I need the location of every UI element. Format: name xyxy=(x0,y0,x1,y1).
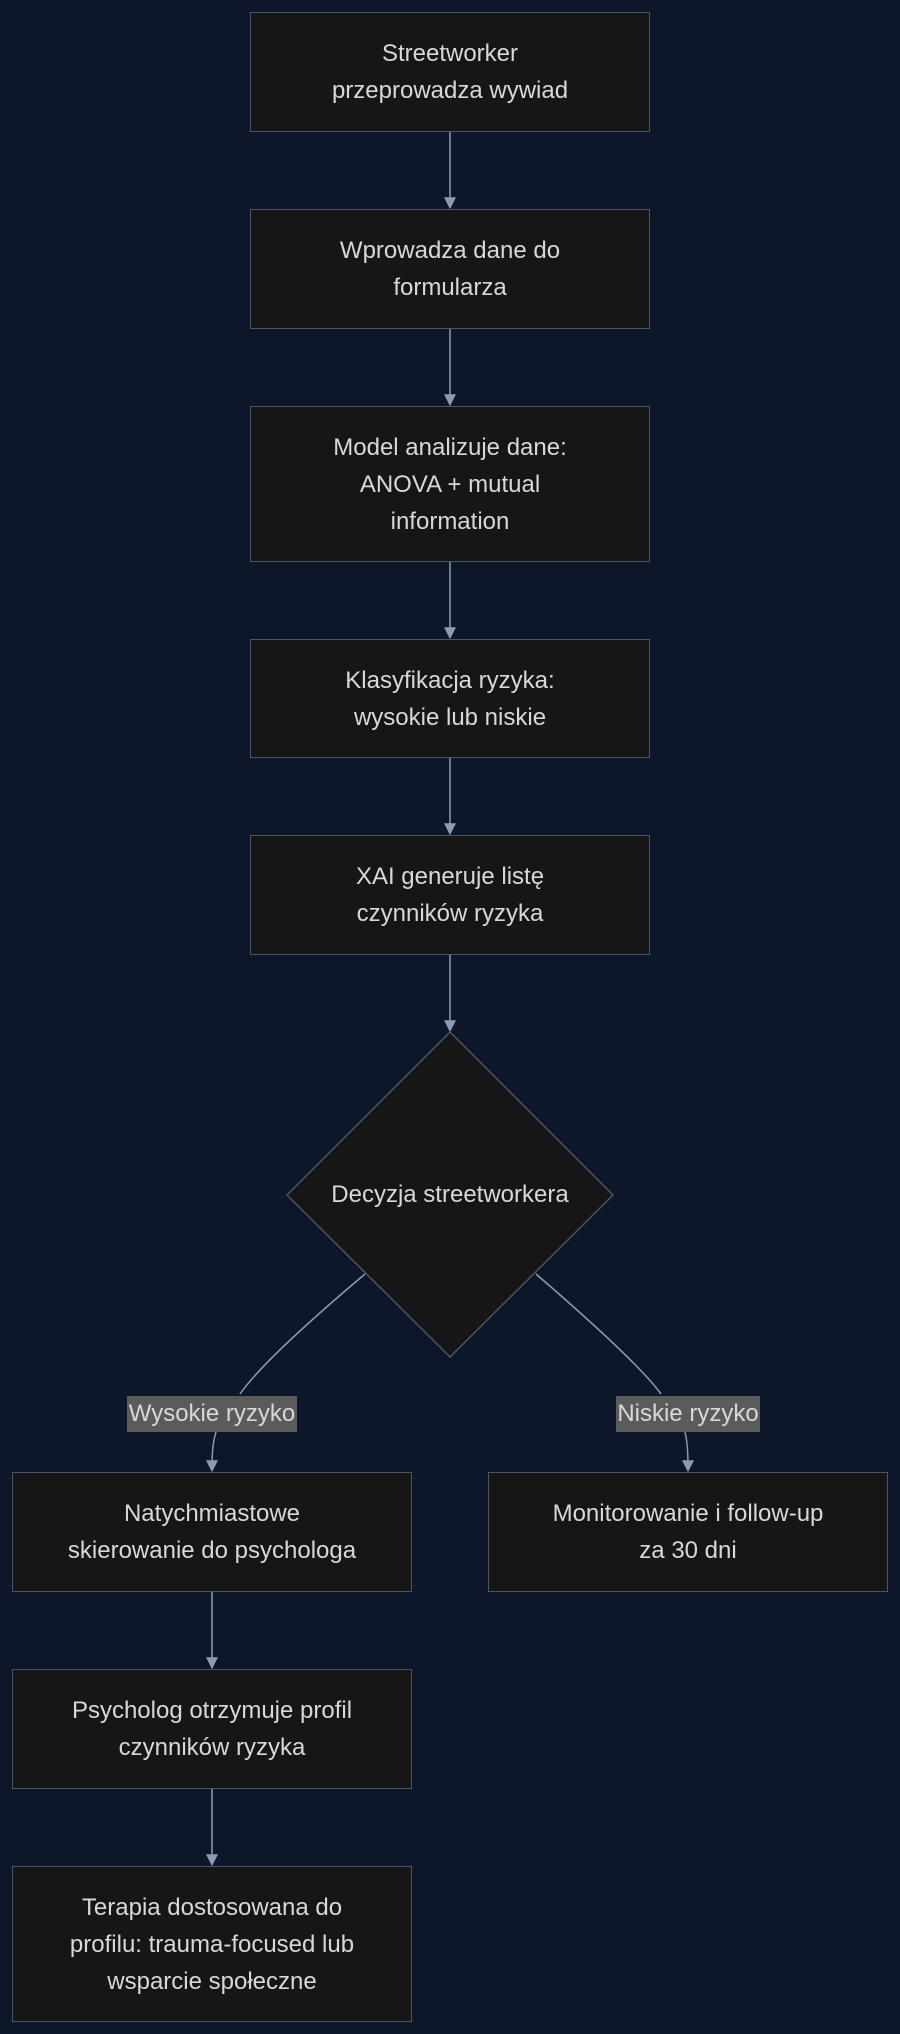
node-psychologist-profile: Psycholog otrzymuje profil czynników ryz… xyxy=(12,1669,412,1789)
node-psychologist-profile-line-1: Psycholog otrzymuje profil xyxy=(71,1697,353,1724)
node-therapy-line-2: profilu: trauma-focused lub xyxy=(69,1930,355,1958)
node-interview-line-2: przeprowadza wywiad xyxy=(331,77,569,104)
node-model-analysis: Model analizuje dane: ANOVA + mutual inf… xyxy=(250,406,650,562)
node-risk-classification-line-2: wysokie lub niskie xyxy=(353,703,547,731)
node-xai-factors-line-1: XAI generuje listę xyxy=(355,863,545,890)
node-risk-classification-line-1: Klasyfikacja ryzyka: xyxy=(345,666,555,694)
edge-low-label-to-monitoring xyxy=(681,1431,694,1473)
node-interview: Streetworker przeprowadza wywiad xyxy=(250,12,650,132)
node-risk-classification: Klasyfikacja ryzyka: wysokie lub niskie xyxy=(250,639,650,758)
edge-decision-to-referral xyxy=(239,1273,366,1395)
edge-decision-to-monitoring xyxy=(535,1273,662,1395)
node-form-entry-line-1: Wprowadza dane do xyxy=(339,237,561,264)
node-model-analysis-line-3: information xyxy=(390,507,510,535)
node-monitoring-line-2: za 30 dni xyxy=(639,1537,737,1564)
node-immediate-referral-line-2: skierowanie do psychologa xyxy=(67,1537,357,1564)
node-immediate-referral-line-1: Natychmiastowe xyxy=(123,1500,301,1527)
decision-diamond xyxy=(285,1030,615,1359)
node-immediate-referral: Natychmiastowe skierowanie do psychologa xyxy=(12,1472,412,1592)
node-model-analysis-line-1: Model analizuje dane: xyxy=(333,433,567,461)
node-xai-factors-line-2: czynników ryzyka xyxy=(356,900,544,927)
node-monitoring-line-1: Monitorowanie i follow-up xyxy=(552,1500,824,1527)
edge-label-low-risk: Niskie ryzyko xyxy=(616,1396,760,1432)
node-interview-line-1: Streetworker xyxy=(381,40,519,67)
edge-high-label-to-referral xyxy=(206,1431,219,1473)
node-xai-factors: XAI generuje listę czynników ryzyka xyxy=(250,835,650,955)
node-monitoring: Monitorowanie i follow-up za 30 dni xyxy=(488,1472,888,1592)
node-decision-label: Decyzja streetworkera xyxy=(331,1181,569,1208)
node-therapy-line-3: wsparcie społeczne xyxy=(107,1967,317,1995)
node-therapy: Terapia dostosowana do profilu: trauma-f… xyxy=(12,1866,412,2022)
node-form-entry: Wprowadza dane do formularza xyxy=(250,209,650,329)
node-form-entry-line-2: formularza xyxy=(393,274,507,301)
node-psychologist-profile-line-2: czynników ryzyka xyxy=(118,1734,306,1761)
node-therapy-line-1: Terapia dostosowana do xyxy=(81,1893,343,1921)
node-model-analysis-line-2: ANOVA + mutual xyxy=(359,470,541,498)
edge-label-high-risk: Wysokie ryzyko xyxy=(127,1396,297,1432)
